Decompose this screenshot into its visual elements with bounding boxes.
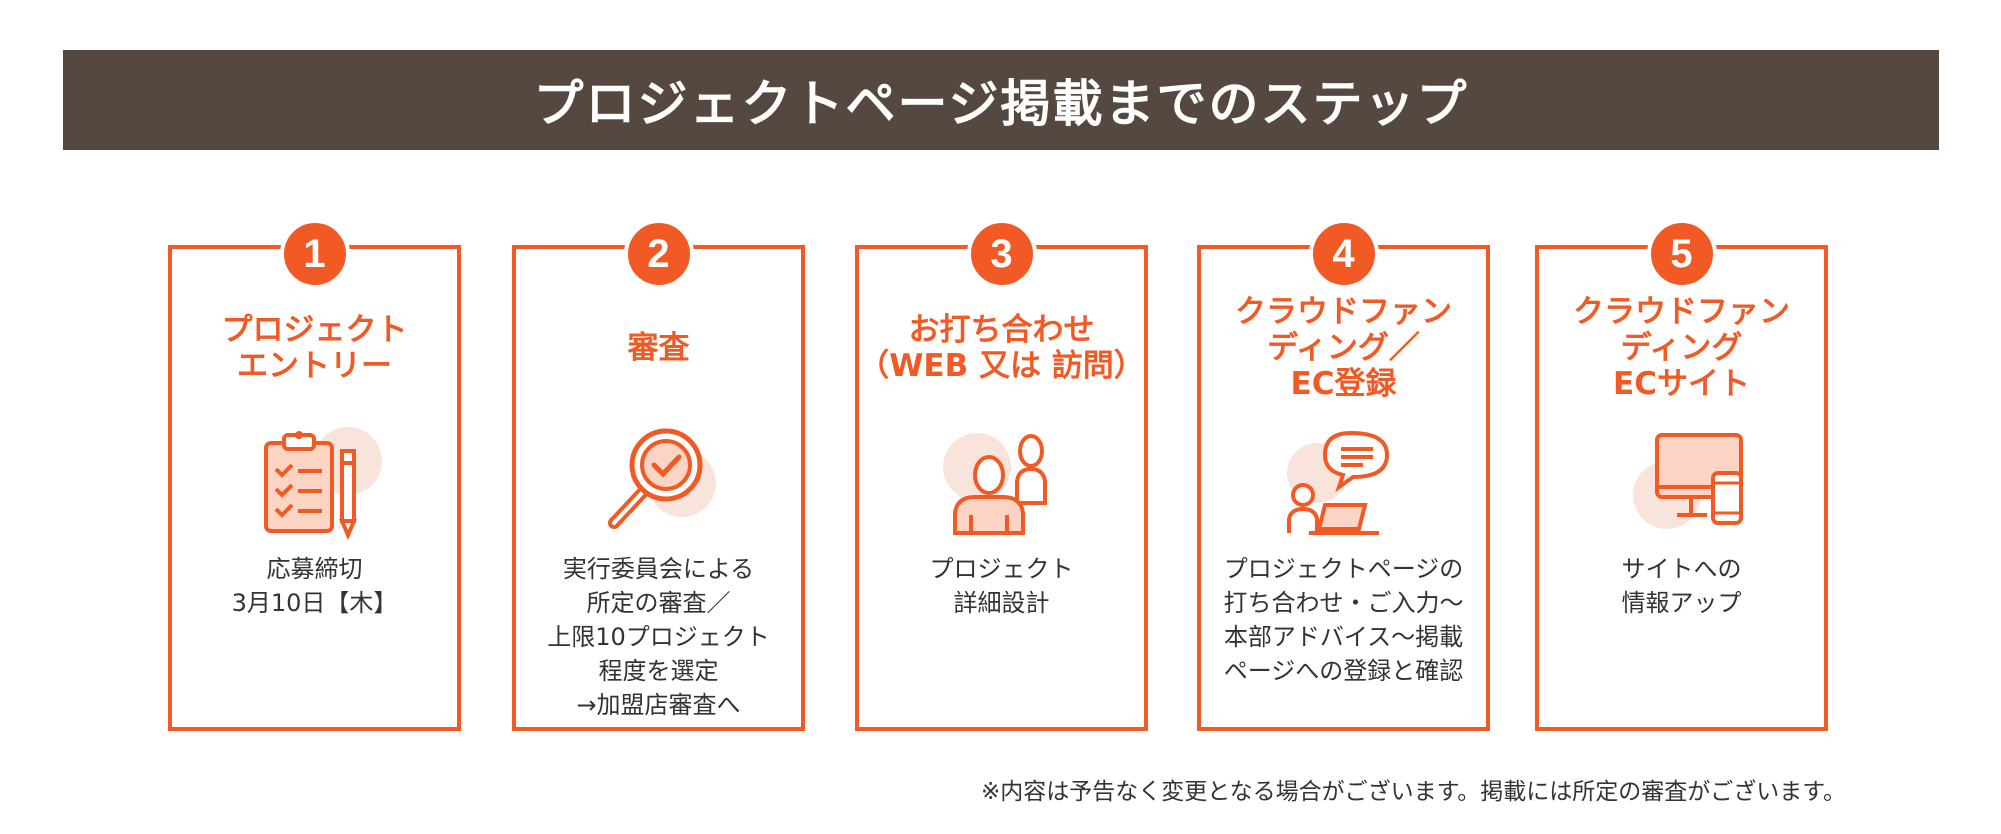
step-card-2: 2 審査 実行委員会による 所定の審査／ 上限10プロジェクト 程度を選定 →加…: [512, 219, 805, 731]
step-title: お打ち合わせ （WEB 又は 訪問）: [858, 312, 1145, 384]
step-card-5: 5 クラウドファン ディング ECサイト サイトへの 情報アップ: [1535, 219, 1828, 731]
clipboard-checklist-icon: [240, 421, 390, 541]
step-description: サイトへの 情報アップ: [1621, 555, 1742, 617]
page-title-banner: プロジェクトページ掲載までのステップ: [63, 50, 1939, 150]
step-number-badge: 5: [1646, 219, 1717, 289]
step-number-badge: 4: [1308, 219, 1379, 289]
step-card-4: 4 クラウドファン ディング／ EC登録 プロジェクトページの 打ち合わせ・ご入…: [1197, 219, 1490, 731]
footnote: ※内容は予告なく変更となる場合がございます。掲載には所定の審査がございます。: [981, 779, 1846, 805]
step-title: プロジェクト エントリー: [221, 312, 408, 384]
chat-laptop-icon: [1269, 421, 1419, 541]
step-description: 応募締切 3月10日【木】: [231, 555, 398, 617]
step-description: プロジェクトページの 打ち合わせ・ご入力～ 本部アドバイス～掲載 ページへの登録…: [1223, 555, 1464, 685]
meeting-people-icon: [927, 421, 1077, 541]
step-description: プロジェクト 詳細設計: [929, 555, 1074, 617]
step-title: 審査: [627, 330, 690, 366]
step-number-badge: 2: [623, 219, 694, 289]
step-number-badge: 1: [279, 219, 350, 289]
step-title: クラウドファン ディング ECサイト: [1573, 294, 1790, 402]
step-description: 実行委員会による 所定の審査／ 上限10プロジェクト 程度を選定 →加盟店審査へ: [547, 555, 770, 719]
step-card-1: 1 プロジェクト エントリー 応募締切 3月10日【木】: [168, 219, 461, 731]
step-title: クラウドファン ディング／ EC登録: [1235, 294, 1452, 402]
step-number-badge: 3: [966, 219, 1037, 289]
monitor-phone-icon: [1607, 421, 1757, 541]
page-title: プロジェクトページ掲載までのステップ: [533, 75, 1469, 133]
magnifier-check-icon: [584, 421, 734, 541]
step-card-3: 3 お打ち合わせ （WEB 又は 訪問） プロジェクト 詳細設計: [855, 219, 1148, 731]
